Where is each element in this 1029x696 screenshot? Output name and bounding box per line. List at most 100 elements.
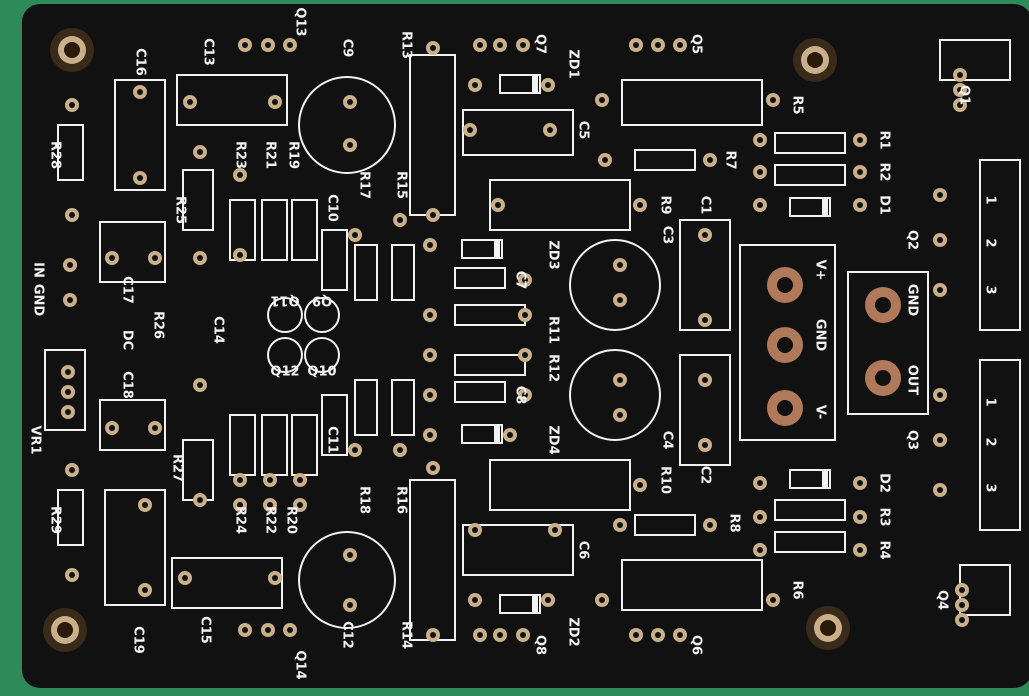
pad-hole	[655, 632, 661, 638]
terminal-hole	[777, 337, 793, 353]
pad-hole	[265, 627, 271, 633]
pad-hole	[347, 142, 353, 148]
silkscreen-label: C15	[198, 616, 213, 644]
transistor-outline	[304, 297, 340, 333]
silkscreen-label: C13	[201, 38, 216, 66]
silkscreen-label: 2	[983, 437, 998, 446]
pad-hole	[617, 262, 623, 268]
pad-hole	[430, 465, 436, 471]
pad-hole	[617, 297, 623, 303]
pad-hole	[397, 217, 403, 223]
silkscreen-label: R6	[790, 580, 805, 599]
pad-hole	[427, 242, 433, 248]
pad-hole	[957, 87, 963, 93]
pad-hole	[197, 382, 203, 388]
silkscreen-label: ZD1	[566, 49, 581, 78]
pad-hole	[520, 42, 526, 48]
pad-hole	[69, 102, 75, 108]
pad-hole	[67, 262, 73, 268]
silkscreen-label: C6	[576, 541, 591, 560]
pad-hole	[522, 352, 528, 358]
silkscreen-label: Q10	[307, 365, 336, 380]
silkscreen-label: ZD3	[546, 240, 561, 269]
pad-hole	[472, 527, 478, 533]
silkscreen-label: Q3	[905, 430, 920, 450]
diode-band	[532, 595, 538, 613]
pad-hole	[347, 552, 353, 558]
silkscreen-label: C5	[576, 121, 591, 140]
silkscreen-label: C12	[340, 621, 355, 649]
capacitor-outline	[298, 76, 396, 174]
pad-hole	[707, 157, 713, 163]
component-outline	[489, 459, 631, 511]
pad-hole	[137, 175, 143, 181]
component-outline	[454, 381, 506, 403]
component-outline	[354, 379, 378, 436]
pad-hole	[857, 169, 863, 175]
silkscreen-label: Q4	[935, 590, 950, 610]
component-outline	[774, 499, 846, 521]
pad-hole	[937, 487, 943, 493]
pad-hole	[152, 425, 158, 431]
silkscreen-label: R22	[263, 506, 278, 534]
silkscreen-label: Q14	[293, 650, 308, 679]
pad-hole	[142, 502, 148, 508]
pad-hole	[287, 627, 293, 633]
mounting-hole	[57, 622, 73, 638]
pad-hole	[142, 587, 148, 593]
component-outline	[679, 219, 731, 331]
terminal-hole	[875, 370, 891, 386]
pad-hole	[857, 137, 863, 143]
pad-hole	[477, 632, 483, 638]
silkscreen-label: 3	[983, 285, 998, 294]
pad-hole	[197, 149, 203, 155]
pad-hole	[602, 157, 608, 163]
component-outline	[462, 109, 574, 156]
pad-hole	[237, 252, 243, 258]
silkscreen-label: R17	[357, 171, 372, 199]
silkscreen-label: R29	[48, 506, 63, 534]
pad-hole	[197, 497, 203, 503]
pad-hole	[959, 617, 965, 623]
silkscreen-label: R16	[394, 486, 409, 514]
pad-hole	[617, 377, 623, 383]
component-outline	[44, 349, 86, 431]
pad-hole	[69, 467, 75, 473]
pad-hole	[242, 627, 248, 633]
pad-hole	[65, 409, 71, 415]
pad-hole	[109, 255, 115, 261]
pad-hole	[427, 432, 433, 438]
pad-hole	[495, 202, 501, 208]
silkscreen-label: R9	[658, 195, 673, 214]
silkscreen-label: R1	[877, 130, 892, 149]
silkscreen-label: Q13	[293, 7, 308, 36]
silkscreen-label: DC	[120, 330, 135, 350]
pad-hole	[287, 42, 293, 48]
silkscreen-label: C4	[660, 431, 675, 450]
silkscreen-label: R21	[263, 141, 278, 169]
silkscreen-label: R5	[790, 95, 805, 114]
mounting-hole	[820, 620, 836, 636]
silkscreen-label: ZD4	[546, 425, 561, 454]
silkscreen-label: R12	[546, 354, 561, 382]
silkscreen-label: V+	[813, 260, 828, 281]
mounting-hole	[807, 52, 823, 68]
component-outline	[774, 531, 846, 553]
silkscreen-label: R26	[151, 311, 166, 339]
silkscreen-label: C3	[660, 226, 675, 245]
silkscreen-label: Q7	[533, 34, 548, 54]
component-outline	[979, 159, 1021, 331]
pad-hole	[937, 392, 943, 398]
diode-band	[532, 75, 538, 93]
pad-hole	[497, 42, 503, 48]
pad-hole	[272, 575, 278, 581]
silkscreen-label: R8	[727, 513, 742, 532]
component-outline	[321, 394, 348, 456]
silkscreen-label: C1	[698, 196, 713, 215]
pad-hole	[617, 412, 623, 418]
pad-hole	[297, 502, 303, 508]
pad-hole	[197, 255, 203, 261]
component-outline	[99, 221, 166, 283]
pad-hole	[617, 522, 623, 528]
component-outline	[354, 244, 378, 301]
